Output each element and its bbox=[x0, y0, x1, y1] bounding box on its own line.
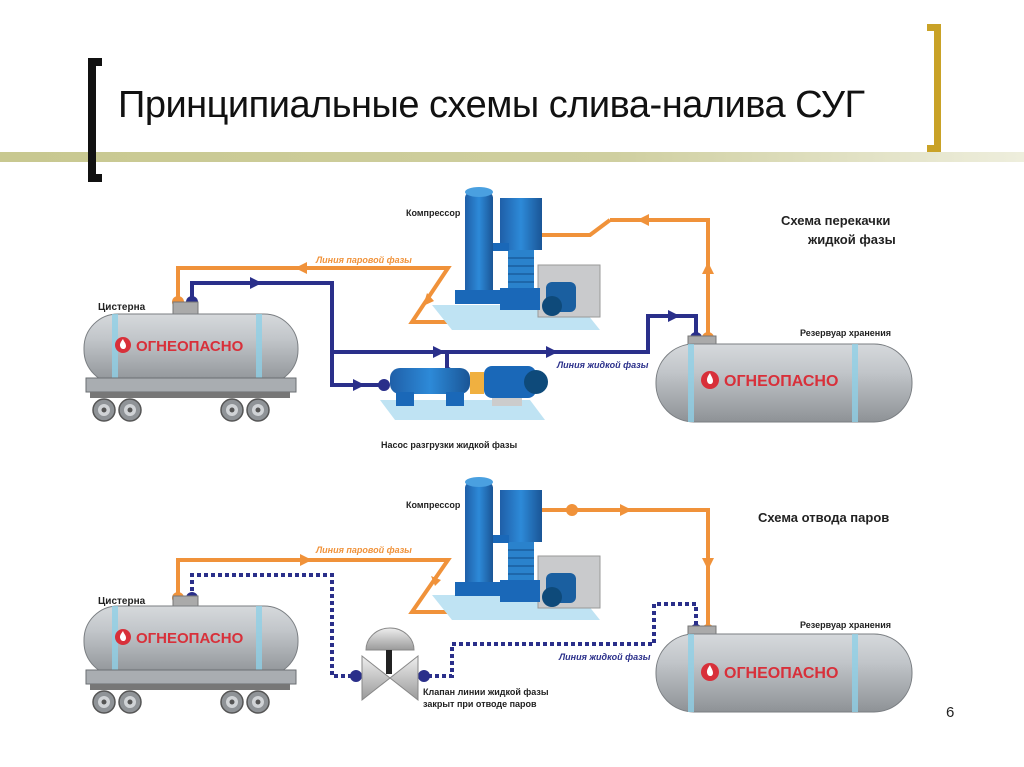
liquid-line-label: Линия жидкой фазы bbox=[556, 360, 649, 370]
arrow-icon bbox=[295, 262, 307, 274]
compressor-bottom bbox=[432, 477, 601, 620]
valve-label: Клапан линии жидкой фазы bbox=[423, 687, 549, 697]
arrow-icon bbox=[546, 346, 558, 358]
compressor-top bbox=[432, 187, 601, 330]
arrow-icon bbox=[423, 293, 434, 306]
valve-label: закрыт при отводе паров bbox=[423, 699, 537, 709]
arrow-icon bbox=[433, 346, 445, 358]
pump-label: Насос разгрузки жидкой фазы bbox=[381, 440, 518, 450]
railcar-tank-bottom: ОГНЕОПАСНО bbox=[83, 595, 299, 714]
railcar-label: Цистерна bbox=[98, 596, 146, 607]
title-bracket-right bbox=[927, 24, 941, 152]
page-number: 6 bbox=[946, 704, 955, 721]
connector-icon bbox=[378, 379, 390, 391]
pump-top bbox=[380, 366, 548, 420]
valve-closed bbox=[361, 627, 419, 702]
railcar-tank-top: ОГНЕОПАСНО bbox=[83, 301, 299, 422]
connector-icon bbox=[418, 670, 430, 682]
liquid-line-bottom-dotted bbox=[190, 573, 698, 678]
storage-tank-top: ОГНЕОПАСНО bbox=[655, 335, 913, 423]
connector-icon bbox=[566, 504, 578, 516]
vapor-line-label: Линия паровой фазы bbox=[315, 255, 412, 265]
hazard-text: ОГНЕОПАСНО bbox=[724, 665, 838, 682]
storage-tank-bottom: ОГНЕОПАСНО bbox=[655, 625, 913, 713]
arrow-icon bbox=[250, 277, 262, 289]
hazard-text: ОГНЕОПАСНО bbox=[724, 373, 838, 390]
scheme-top: ОГНЕОПАСНО Цистерна Компрессор Линия пар… bbox=[83, 187, 913, 450]
storage-tank-label: Резервуар хранения bbox=[800, 620, 891, 630]
scheme-title: Схема отвода паров bbox=[758, 510, 889, 525]
vapor-line-label: Линия паровой фазы bbox=[315, 545, 412, 555]
arrow-icon bbox=[353, 379, 365, 391]
compressor-label: Компрессор bbox=[406, 208, 461, 218]
scheme-title: жидкой фазы bbox=[807, 232, 896, 247]
arrow-icon bbox=[702, 262, 714, 274]
scheme-bottom: Клапан линии жидкой фазы закрыт при отво… bbox=[83, 477, 913, 714]
arrow-icon bbox=[668, 310, 680, 322]
railcar-label: Цистерна bbox=[98, 302, 146, 313]
arrow-icon bbox=[702, 558, 714, 570]
arrow-icon bbox=[300, 554, 312, 566]
arrow-icon bbox=[637, 214, 649, 226]
arrow-icon bbox=[620, 504, 632, 516]
hazard-text: ОГНЕОПАСНО bbox=[136, 338, 244, 355]
compressor-label: Компрессор bbox=[406, 500, 461, 510]
page-title: Принципиальные схемы слива-налива СУГ bbox=[118, 84, 865, 126]
arrow-icon bbox=[431, 576, 441, 586]
connector-icon bbox=[350, 670, 362, 682]
storage-tank-label: Резервуар хранения bbox=[800, 328, 891, 338]
title-underline-bar bbox=[0, 152, 1024, 162]
liquid-line-label: Линия жидкой фазы bbox=[558, 652, 651, 662]
vapor-line-bottom bbox=[176, 508, 710, 626]
scheme-title: Схема перекачки bbox=[781, 213, 890, 228]
title-bracket-left bbox=[88, 58, 102, 182]
hazard-text: ОГНЕОПАСНО bbox=[136, 630, 244, 647]
